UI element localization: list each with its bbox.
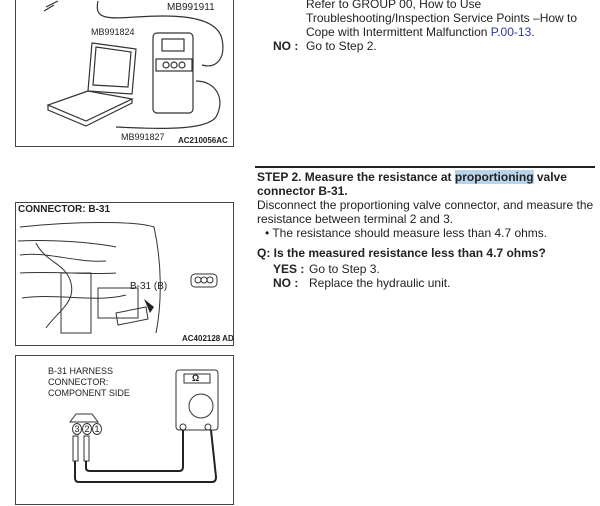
heading-text-suffix: valve — [533, 170, 567, 184]
yes-label: YES : — [273, 262, 305, 276]
step1-ref-text: Cope with Intermittent Malfunction — [306, 25, 491, 39]
label-mb991911: MB991911 — [166, 2, 216, 13]
yes-text: Go to Step 3. — [309, 262, 380, 276]
engine-bay-illustration — [17, 222, 218, 334]
heading-text: STEP 2. Measure the resistance at — [257, 170, 455, 184]
connector-title: CONNECTOR: B-31 — [18, 204, 111, 215]
no-label: NO : — [273, 276, 299, 290]
highlighted-word: proportioning — [454, 170, 534, 184]
step2-heading: STEP 2. Measure the resistance at propor… — [257, 170, 567, 184]
pin-2: 2 — [82, 423, 92, 435]
harness-label-line2: CONNECTOR: — [48, 377, 109, 387]
step1-no-text: Go to Step 2. — [306, 39, 377, 53]
callout-b31: B-31 (B) — [130, 281, 168, 292]
resistance-measurement-figure: B-31 HARNESS CONNECTOR: COMPONENT SIDE 3… — [15, 355, 234, 505]
step2-question: Q: Is the measured resistance less than … — [257, 246, 546, 260]
connector-location-figure: CONNECTOR: B-31 B-31 (B) AC402128 AD — [15, 202, 234, 346]
step2-bullet: • The resistance should measure less tha… — [265, 226, 548, 240]
harness-label-line3: COMPONENT SIDE — [48, 388, 130, 398]
reference-link[interactable]: P.00-13 — [490, 25, 532, 39]
scan-tool-illustration — [43, 0, 224, 130]
bullet-text: The resistance should measure less than … — [272, 226, 548, 240]
multimeter-wiring-illustration — [69, 369, 219, 483]
step1-ref-line2: Troubleshooting/Inspection Service Point… — [306, 11, 578, 25]
scan-tool-connection-figure: MB991911 MB991824 MB991827 AC210056AC — [15, 0, 234, 147]
pin-1: 1 — [92, 423, 102, 435]
label-mb991827: MB991827 — [121, 132, 165, 142]
harness-label-line1: B-31 HARNESS — [48, 366, 114, 376]
step2-body-line1: Disconnect the proportioning valve conne… — [257, 198, 594, 212]
figure-code: AC402128 AD — [182, 334, 234, 343]
link-suffix: . — [531, 25, 535, 39]
step2-heading-line2: connector B-31. — [257, 184, 348, 198]
label-mb991824: MB991824 — [91, 27, 135, 37]
ohm-symbol: Ω — [192, 373, 200, 383]
step1-ref-line3: Cope with Intermittent Malfunction P.00-… — [306, 25, 535, 39]
no-text: Replace the hydraulic unit. — [309, 276, 451, 290]
figure-code: AC210056AC — [178, 136, 228, 145]
step1-ref-line1: Refer to GROUP 00, How to Use — [306, 0, 482, 11]
step1-no-label: NO : — [273, 39, 299, 53]
step-divider — [255, 166, 595, 168]
pin-3: 3 — [72, 423, 82, 435]
step2-body-line2: resistance between terminal 2 and 3. — [257, 212, 454, 226]
